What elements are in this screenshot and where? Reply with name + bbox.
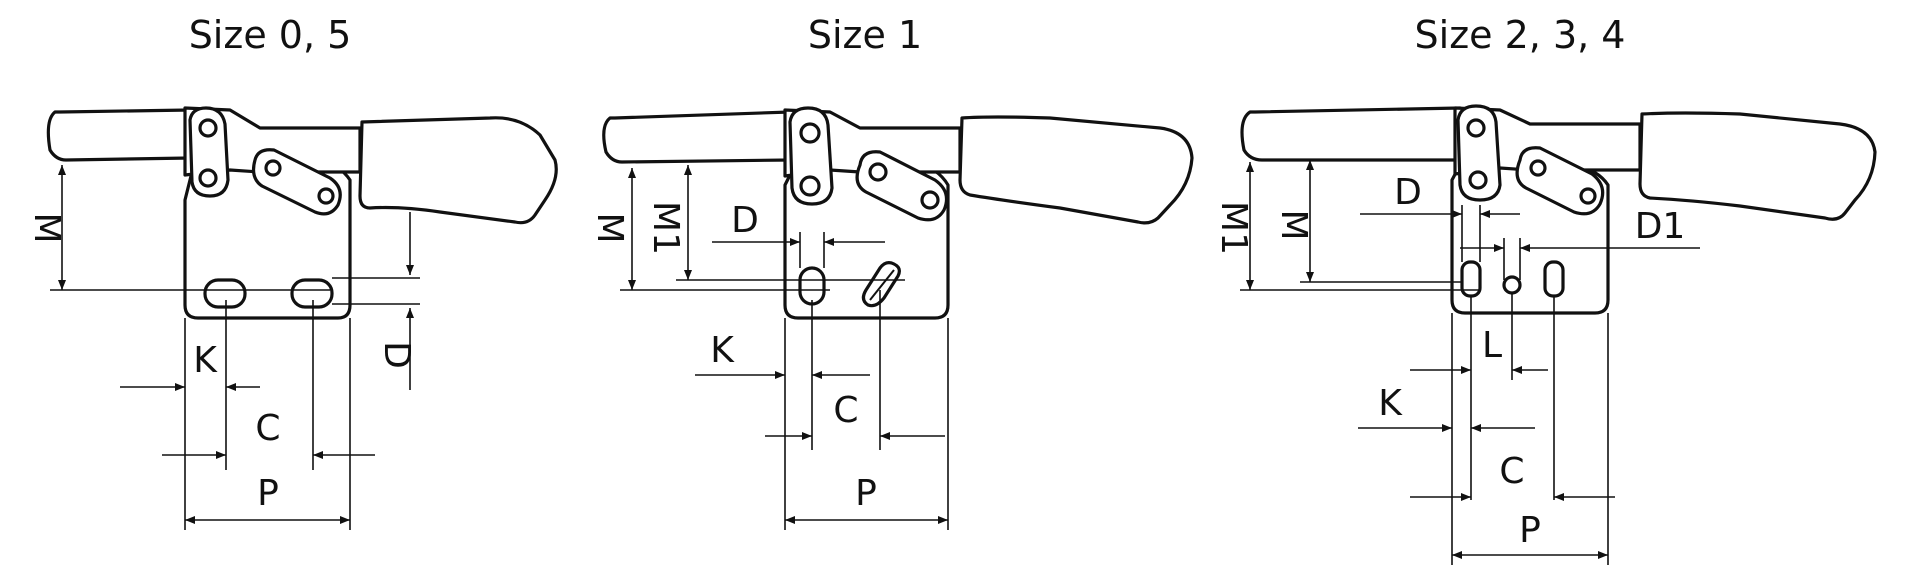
label-m1: M1 (1213, 201, 1254, 255)
panel-title: Size 2, 3, 4 (1415, 13, 1626, 57)
label-p: P (257, 473, 279, 514)
label-c: C (1499, 451, 1524, 492)
clamp-illustration (1240, 104, 1877, 315)
dimension-lines (1240, 160, 1700, 565)
label-m: M (589, 212, 630, 243)
dimension-labels: M M1 D K C P (589, 200, 877, 514)
label-d: D (1394, 172, 1422, 213)
label-k: K (193, 340, 218, 381)
panel-title: Size 1 (808, 13, 922, 57)
label-m1: M1 (645, 201, 686, 255)
label-c: C (255, 408, 280, 449)
label-p: P (1519, 510, 1541, 551)
dimension-lines (50, 165, 420, 530)
panel-size-2-3-4: Size 2, 3, 4 (1213, 13, 1877, 565)
label-d: D (731, 200, 759, 241)
panel-title: Size 0, 5 (189, 13, 352, 57)
label-l: L (1482, 325, 1502, 366)
dimension-labels: M1 M D D1 L K C P (1213, 172, 1685, 551)
panel-size-1: Size 1 (589, 13, 1194, 530)
panel-size-0-5: Size 0, 5 (26, 13, 558, 530)
label-c: C (833, 390, 858, 431)
label-d1: D1 (1635, 206, 1686, 247)
dimension-lines (620, 165, 949, 530)
label-k: K (1378, 383, 1403, 424)
label-m: M (26, 212, 67, 243)
label-d: D (376, 341, 417, 369)
clamp-illustration (602, 106, 1194, 320)
clamp-illustration (46, 106, 558, 320)
label-m: M (1273, 209, 1314, 240)
dimension-labels: M D K C P (26, 212, 417, 514)
label-k: K (710, 330, 735, 371)
label-p: P (855, 473, 877, 514)
